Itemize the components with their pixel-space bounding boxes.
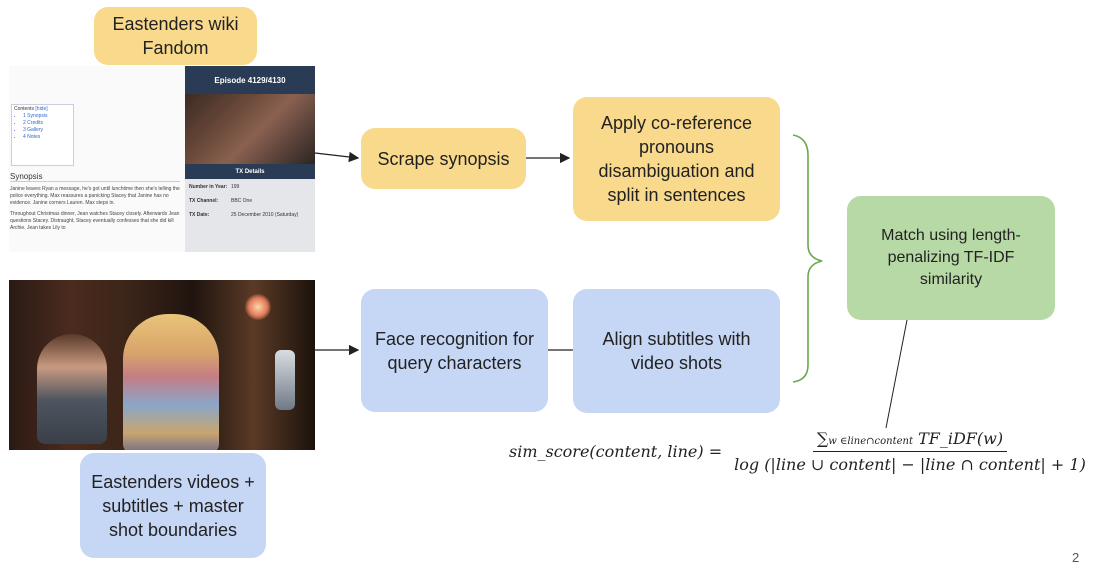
merge-bracket bbox=[792, 134, 823, 383]
tx-value: BBC One bbox=[231, 198, 253, 204]
synopsis-paragraph: Janine leaves Ryan a message, he's got u… bbox=[10, 186, 180, 206]
episode-infobox: Episode 4129/4130 TX Details Number in Y… bbox=[185, 66, 315, 252]
synopsis-text: Janine leaves Ryan a message, he's got u… bbox=[10, 186, 182, 236]
scrape-synopsis-step: Scrape synopsis bbox=[361, 128, 526, 189]
page-number: 2 bbox=[1072, 550, 1080, 565]
line-match-to-formula bbox=[885, 319, 908, 429]
synopsis-paragraph: Throughout Christmas dinner, Jean watche… bbox=[10, 211, 180, 231]
sum-symbol: ∑ bbox=[816, 428, 829, 448]
tx-row: Number in Year: 199 bbox=[189, 184, 311, 191]
match-tfidf-step: Match using length-penalizing TF-IDF sim… bbox=[847, 196, 1055, 320]
video-still bbox=[9, 280, 315, 450]
formula-lhs: sim_score(content, line) = bbox=[509, 441, 723, 461]
formula-fraction: ∑w ∈line∩content TF_iDF(w) log (|line ∪ … bbox=[730, 429, 1090, 474]
synopsis-heading: Synopsis bbox=[10, 172, 180, 182]
toc-item[interactable]: 4 Notes bbox=[23, 134, 71, 141]
toc-hide-link[interactable]: [hide] bbox=[35, 106, 48, 112]
tx-key: TX Channel: bbox=[189, 198, 219, 204]
tx-value: 199 bbox=[231, 184, 240, 190]
tx-key: TX Date: bbox=[189, 212, 210, 218]
tx-row: TX Channel: BBC One bbox=[189, 198, 311, 205]
foreground-person-shape bbox=[123, 314, 219, 450]
background-person-shape bbox=[37, 334, 107, 444]
tx-row: TX Date: 25 December 2010 (Saturday) bbox=[189, 212, 311, 219]
tx-details-header[interactable]: TX Details bbox=[185, 164, 315, 179]
arrow-wiki-to-scrape bbox=[314, 151, 360, 163]
similarity-formula: sim_score(content, line) = ∑w ∈line∩cont… bbox=[509, 426, 1090, 476]
tx-details-rows: Number in Year: 199 TX Channel: BBC One … bbox=[189, 184, 311, 226]
align-subtitles-step: Align subtitles with video shots bbox=[573, 289, 780, 413]
formula-denominator: log (|line ∪ content| − |line ∩ content|… bbox=[734, 454, 1086, 474]
toc-title: Contents bbox=[14, 106, 35, 112]
toc-item[interactable]: 2 Credits bbox=[23, 120, 71, 127]
videos-source-label: Eastenders videos + subtitles + master s… bbox=[80, 453, 266, 558]
tx-value: 25 December 2010 (Saturday) bbox=[231, 212, 299, 218]
wiki-toc: Contents [hide] 1 Synopsis 2 Credits 3 G… bbox=[11, 104, 74, 166]
beer-pump-shape bbox=[275, 350, 295, 410]
sum-subscript: w ∈line∩content bbox=[828, 435, 913, 447]
tfidf-term: TF_iDF(w) bbox=[918, 428, 1004, 448]
toc-item[interactable]: 3 Gallery bbox=[23, 127, 71, 134]
face-recognition-step: Face recognition for query characters bbox=[361, 289, 548, 412]
formula-numerator: ∑w ∈line∩content TF_iDF(w) bbox=[812, 428, 1008, 452]
coreference-step: Apply co-reference pronouns disambiguati… bbox=[573, 97, 780, 221]
episode-title: Episode 4129/4130 bbox=[185, 66, 315, 94]
tx-key: Number in Year: bbox=[189, 184, 228, 190]
toc-item[interactable]: 1 Synopsis bbox=[23, 113, 71, 120]
lamp-shape bbox=[245, 294, 271, 320]
wiki-article-column: Contents [hide] 1 Synopsis 2 Credits 3 G… bbox=[9, 66, 185, 252]
episode-image bbox=[185, 94, 315, 164]
wiki-source-label: Eastenders wiki Fandom bbox=[94, 7, 257, 65]
wiki-screenshot: Contents [hide] 1 Synopsis 2 Credits 3 G… bbox=[9, 66, 315, 252]
